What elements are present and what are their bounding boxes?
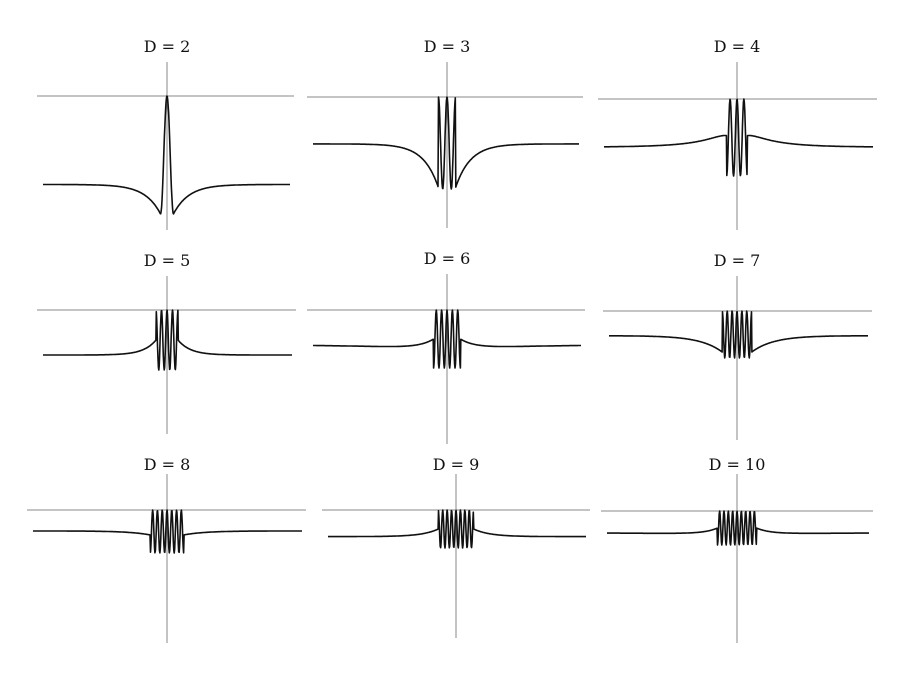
panel-title: D = 10 — [709, 455, 766, 474]
panel-title: D = 9 — [433, 455, 480, 474]
plot-panel-d4: D = 4 — [598, 37, 877, 230]
plot-panel-d6: D = 6 — [307, 249, 585, 444]
panel-title: D = 3 — [424, 37, 471, 56]
plot-panel-d7: D = 7 — [603, 251, 872, 440]
curve-line — [603, 98, 874, 177]
curve-line — [312, 96, 580, 190]
curve-line — [608, 310, 869, 359]
plot-panel-d5: D = 5 — [37, 251, 296, 434]
plot-panel-d2: D = 2 — [37, 37, 294, 230]
curve-line — [312, 309, 582, 369]
curve-line — [32, 509, 303, 554]
curve-line — [42, 309, 293, 371]
panel-title: D = 5 — [144, 251, 191, 270]
panel-title: D = 7 — [714, 251, 761, 270]
plot-panel-d8: D = 8 — [27, 455, 306, 643]
curve-line — [606, 510, 870, 546]
plot-panel-d3: D = 3 — [307, 37, 583, 228]
panel-title: D = 2 — [144, 37, 191, 56]
panel-title: D = 4 — [714, 37, 761, 56]
panel-title: D = 8 — [144, 455, 191, 474]
curve-line — [327, 509, 587, 549]
plot-panel-d10: D = 10 — [601, 455, 873, 643]
curve-line — [42, 95, 291, 215]
plot-panel-d9: D = 9 — [322, 455, 590, 638]
panel-title: D = 6 — [424, 249, 471, 268]
